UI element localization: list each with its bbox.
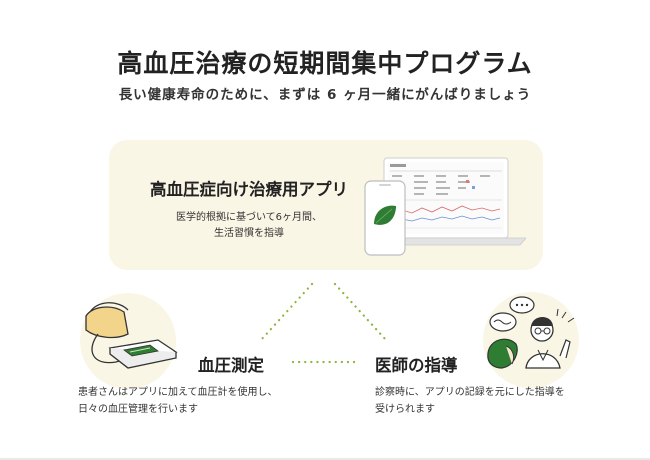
app-card-description-line: 生活習慣を指導: [214, 228, 284, 239]
doctor-guidance-description-line: 診察時に、アプリの記録を元にした指導を: [375, 387, 565, 398]
laptop-illustration: [374, 157, 526, 246]
blood-pressure-description: 患者さんはアプリに加えて血圧計を使用し、 日々の血圧管理を行います: [78, 384, 308, 418]
doctor-guidance-description-line: 受けられます: [375, 404, 435, 415]
phone-illustration: [364, 180, 406, 256]
page-subtitle: 長い健康寿命のために、まずは 6 ヶ月一緒にがんばりましょう: [118, 87, 532, 103]
blood-pressure-description-line: 日々の血圧管理を行います: [78, 404, 198, 415]
app-card-description: 医学的根拠に基づいて6ヶ月間、 生活習慣を指導: [150, 210, 348, 242]
app-card-title: 高血圧症向け治療用アプリ: [150, 180, 348, 199]
doctor-guidance-label: 医師の指導: [375, 356, 458, 375]
doctor-guidance-description: 診察時に、アプリの記録を元にした指導を 受けられます: [375, 384, 605, 418]
app-card-description-line: 医学的根拠に基づいて6ヶ月間、: [175, 212, 323, 223]
blood-pressure-description-line: 患者さんはアプリに加えて血圧計を使用し、: [78, 387, 278, 398]
blood-pressure-label: 血圧測定: [198, 356, 264, 375]
page-title: 高血圧治療の短期間集中プログラム: [117, 49, 533, 78]
bottom-divider: [0, 458, 650, 460]
